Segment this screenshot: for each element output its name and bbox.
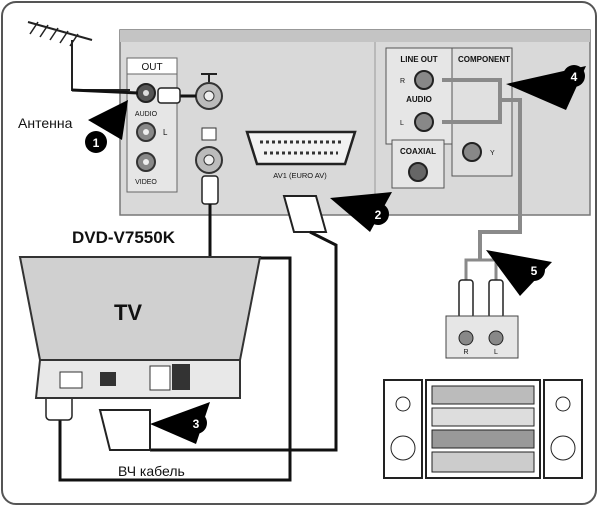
audio-l-label: L <box>163 128 168 137</box>
panel-top-edge <box>120 30 590 42</box>
out-label: OUT <box>141 62 162 73</box>
tv-set <box>18 256 262 399</box>
video-jack-pin <box>143 159 149 165</box>
callout-4: 4 <box>506 65 586 110</box>
video-label: VIDEO <box>135 179 157 186</box>
stereo-system-icon <box>383 379 583 479</box>
antenna-label: Антенна <box>18 115 73 131</box>
callout-2-number: 2 <box>375 208 382 222</box>
audio-jack-pin <box>143 129 149 135</box>
r-label: R <box>400 78 405 85</box>
model-label: DVD-V7550K <box>72 228 176 247</box>
l-label: L <box>400 120 404 127</box>
callout-5: 5 <box>486 250 552 296</box>
y-label: Y <box>490 150 495 157</box>
rf-plug-top <box>201 175 219 205</box>
tv-port-3 <box>149 365 171 391</box>
antenna-in-pin <box>203 90 215 102</box>
antenna-plug <box>157 87 181 104</box>
amp-l-jack <box>488 330 504 346</box>
callout-1-number: 1 <box>93 136 100 150</box>
scart-pins <box>260 140 342 155</box>
audio-cable-main <box>478 98 522 260</box>
callout-2: 2 <box>330 192 392 232</box>
rf-out-pin <box>143 90 149 96</box>
antenna-cable <box>71 88 139 95</box>
scart-cable <box>150 230 338 452</box>
line-out-r-jack <box>414 70 434 90</box>
rf-symbol-icon <box>201 127 217 141</box>
rf-out-pin-2 <box>203 154 215 166</box>
scart-plug-tv <box>98 409 151 451</box>
tv-antenna-in <box>59 371 83 389</box>
rf-cable-label: ВЧ кабель <box>118 463 185 479</box>
line-out-l-jack <box>414 112 434 132</box>
audio-plug-l <box>488 279 504 319</box>
callout-3-number: 3 <box>193 417 200 431</box>
callout-5-number: 5 <box>531 264 538 278</box>
amp-l-label: L <box>494 349 498 356</box>
component-y-jack <box>462 142 482 162</box>
out-header <box>126 57 178 75</box>
audio-plug-r <box>458 279 474 319</box>
tv-label: TV <box>114 300 142 325</box>
coaxial-jack <box>408 162 428 182</box>
line-out-label: LINE OUT <box>400 55 437 64</box>
dvd-rear-panel: OUT AUDIO L VIDEO AV1 (EURO AV) LINE OUT… <box>119 29 591 216</box>
component-block <box>451 47 513 177</box>
tv-port-2 <box>100 372 116 386</box>
amp-input-panel <box>445 315 519 359</box>
audio-left-label: AUDIO <box>135 111 158 118</box>
callout-1: 1 <box>85 100 128 153</box>
coaxial-label: COAXIAL <box>400 147 436 156</box>
callout-4-number: 4 <box>571 70 578 84</box>
antenna-symbol-icon <box>201 73 217 82</box>
rf-cable <box>58 204 292 482</box>
scart-socket <box>245 130 357 166</box>
callout-3: 3 <box>150 402 210 444</box>
av1-label: AV1 (EURO AV) <box>273 171 327 180</box>
scart-plug-dvd <box>282 195 328 233</box>
amp-r-jack <box>458 330 474 346</box>
audio-right-label: AUDIO <box>406 95 432 104</box>
component-label: COMPONENT <box>458 55 510 64</box>
tv-port-4 <box>172 364 190 390</box>
amp-r-label: R <box>463 349 468 356</box>
